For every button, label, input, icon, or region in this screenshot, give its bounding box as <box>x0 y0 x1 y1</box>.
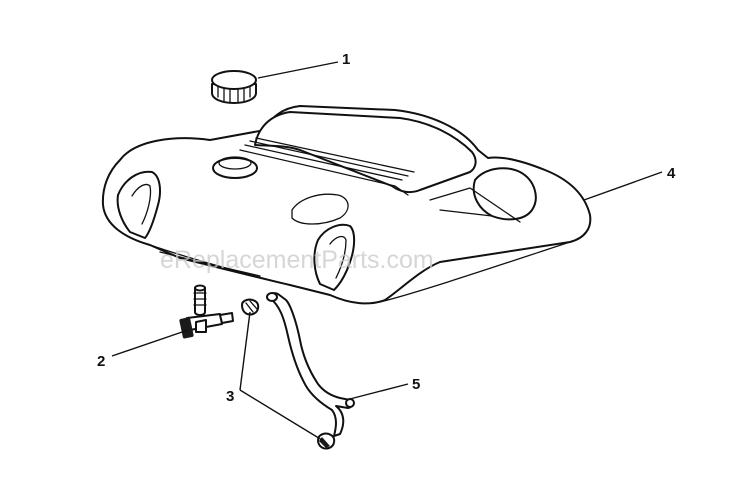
fuel-cap[interactable] <box>211 70 257 104</box>
fuel-line-hose[interactable] <box>266 292 355 437</box>
leader-4 <box>583 171 663 201</box>
watermark-text: eReplacementParts.com <box>160 246 434 274</box>
callout-4: 4 <box>667 165 676 182</box>
callout-5: 5 <box>412 376 420 393</box>
callout-1: 1 <box>342 51 350 68</box>
leader-2 <box>111 329 189 357</box>
leader-1 <box>257 61 339 79</box>
callout-3: 3 <box>226 388 234 405</box>
hose-clamp-lower[interactable] <box>317 432 336 450</box>
fuel-tank[interactable] <box>101 105 592 305</box>
leader-5 <box>345 383 409 401</box>
leader-3b <box>239 389 323 441</box>
leader-lines <box>111 61 663 441</box>
shutoff-valve[interactable] <box>179 284 234 339</box>
hose-clamp-upper[interactable] <box>241 298 260 316</box>
callout-2: 2 <box>97 353 105 370</box>
leader-3a <box>239 311 251 391</box>
